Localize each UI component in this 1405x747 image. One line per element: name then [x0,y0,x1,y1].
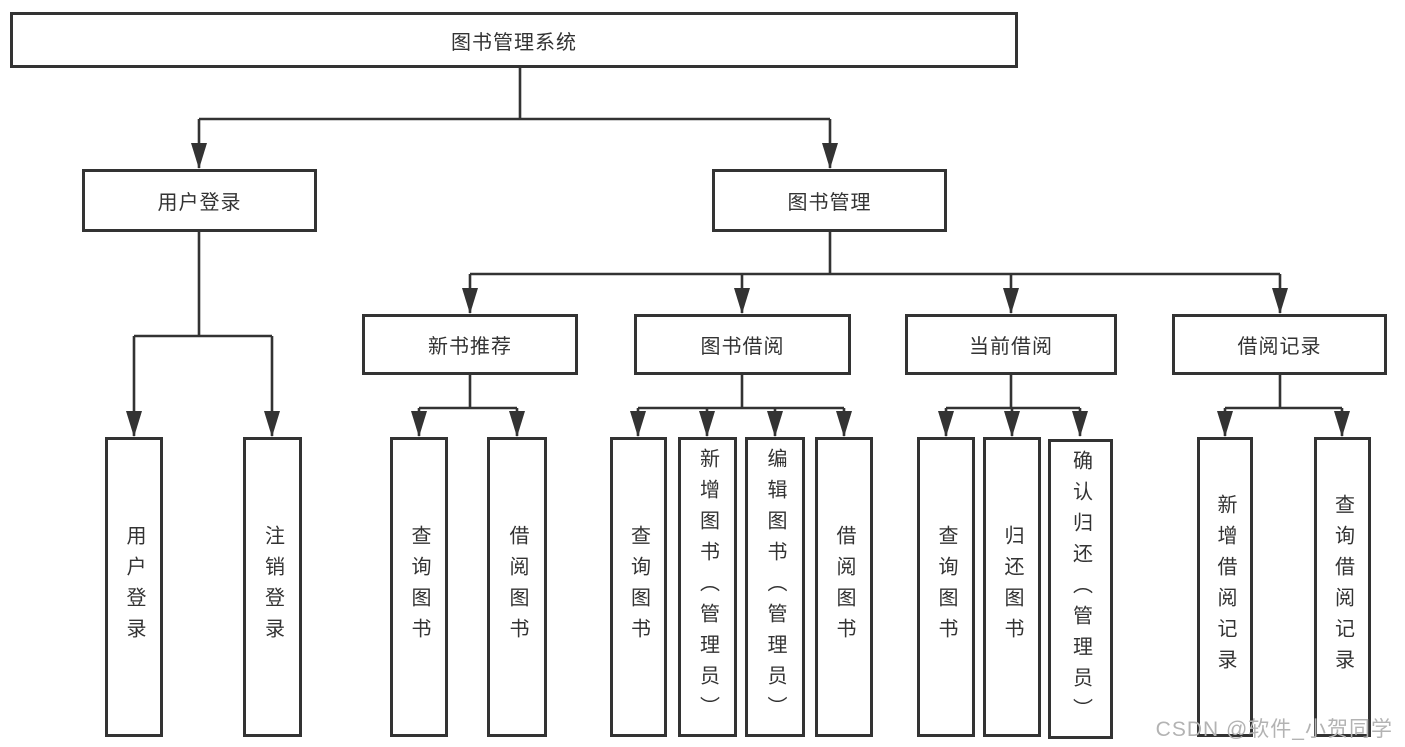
leaf-label: 查询图书 [935,525,957,649]
leaf-label: 用户登录 [123,525,145,649]
leaf-label: 归还图书 [1001,525,1023,649]
connector-login-to-leaves [132,232,274,436]
leaf-label: 注销登录 [261,525,284,649]
leaf-label: 借阅图书 [506,525,528,649]
node-leaf-edit-books-admin: 编辑图书（管理员） [745,437,805,737]
csdn-watermark: CSDN @软件_小贺同学 [1155,718,1393,741]
node-section-borrow-records: 借阅记录 [1172,314,1387,375]
connector-records-to-leaves [1223,375,1344,436]
node-leaf-query-books-current: 查询图书 [917,437,975,737]
node-leaf-logout: 注销登录 [243,437,302,737]
node-leaf-add-borrow-record: 新增借阅记录 [1197,437,1253,737]
node-leaf-return-books: 归还图书 [983,437,1041,737]
connector-root-to-branches [197,67,832,168]
leaf-label: 新增借阅记录 [1214,494,1236,680]
connector-current-to-leaves [944,375,1082,436]
connector-mgmt-to-sections [468,232,1282,313]
node-leaf-query-borrow-record: 查询借阅记录 [1314,437,1371,737]
leaf-label: 借阅图书 [833,525,855,649]
leaf-label: 查询图书 [627,525,650,649]
node-leaf-user-login: 用户登录 [105,437,163,737]
connector-recommend-to-leaves [417,375,519,436]
node-leaf-query-books-borrow: 查询图书 [610,437,667,737]
node-branch-user-login: 用户登录 [82,169,317,232]
node-branch-book-management: 图书管理 [712,169,947,232]
leaf-label: 新增图书（管理员） [696,447,719,727]
node-section-current-borrow: 当前借阅 [905,314,1117,375]
leaf-label: 编辑图书（管理员） [764,447,786,727]
node-section-new-book-recommend: 新书推荐 [362,314,578,375]
leaf-label: 查询图书 [408,525,430,649]
node-leaf-confirm-return-admin: 确认归还（管理员） [1048,439,1113,739]
node-root: 图书管理系统 [10,12,1018,68]
leaf-label: 确认归还（管理员） [1069,449,1092,729]
node-leaf-borrow-books-recommend: 借阅图书 [487,437,547,737]
node-leaf-borrow-books: 借阅图书 [815,437,873,737]
node-leaf-add-books-admin: 新增图书（管理员） [678,437,737,737]
node-leaf-query-books-recommend: 查询图书 [390,437,448,737]
connector-borrow-to-leaves [636,375,846,436]
leaf-label: 查询借阅记录 [1331,494,1354,680]
node-section-book-borrow: 图书借阅 [634,314,851,375]
